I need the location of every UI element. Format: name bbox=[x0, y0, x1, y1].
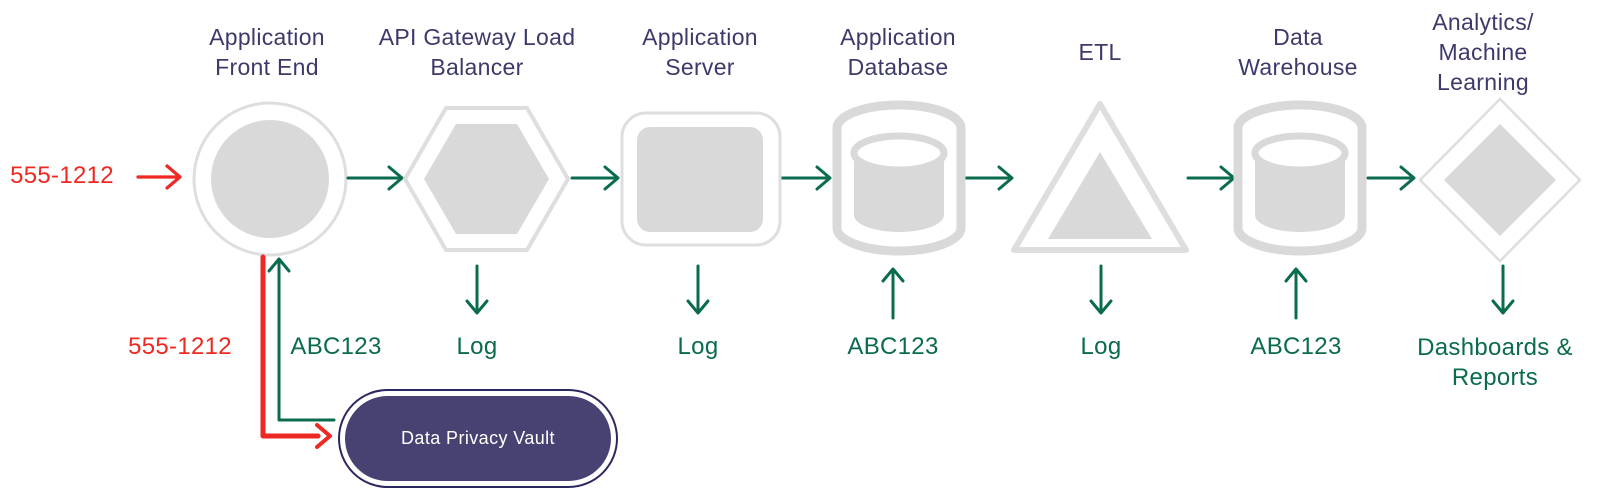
analytics-machine-learning-shape bbox=[1418, 97, 1582, 263]
etl-log-label: Log bbox=[1080, 333, 1122, 360]
arrow-frontend-to-gateway bbox=[346, 165, 404, 191]
arrow-gateway-log-down bbox=[465, 264, 489, 315]
arrow-database-to-etl bbox=[963, 165, 1014, 191]
arrow-server-to-database bbox=[780, 165, 832, 191]
arrow-etl-to-warehouse bbox=[1186, 165, 1236, 191]
label-application-server: Application Server bbox=[642, 24, 758, 80]
application-server-shape bbox=[620, 111, 782, 247]
input-value-label: 555-1212 bbox=[10, 162, 114, 189]
flow-arrows bbox=[346, 165, 1416, 191]
token-from-vault-connector bbox=[267, 257, 336, 422]
raw-value-to-vault-connector bbox=[260, 254, 332, 449]
label-application-front-end: Application Front End bbox=[209, 24, 325, 80]
label-analytics-machine-learning: Analytics/ Machine Learning bbox=[1432, 9, 1534, 95]
arrow-analytics-dashboards-down bbox=[1491, 264, 1515, 315]
label-api-gateway-load-balancer: API Gateway Load Balancer bbox=[378, 24, 576, 80]
arrow-etl-log-down bbox=[1089, 264, 1113, 315]
gateway-log-label: Log bbox=[456, 333, 498, 360]
label-application-database: Application Database bbox=[840, 24, 956, 80]
api-gateway-load-balancer-shape bbox=[402, 106, 571, 252]
application-database-shape bbox=[832, 100, 966, 256]
vertical-arrows bbox=[465, 264, 1515, 320]
label-data-warehouse: Data Warehouse bbox=[1238, 24, 1358, 80]
arrow-warehouse-to-analytics bbox=[1366, 165, 1416, 191]
arrow-gateway-to-server bbox=[570, 165, 620, 191]
database-token-label: ABC123 bbox=[847, 333, 939, 360]
warehouse-token-label: ABC123 bbox=[1250, 333, 1342, 360]
label-etl: ETL bbox=[1078, 39, 1122, 65]
input-arrow bbox=[136, 164, 182, 190]
server-log-label: Log bbox=[677, 333, 719, 360]
data-warehouse-shape bbox=[1233, 100, 1367, 256]
etl-shape bbox=[1011, 101, 1189, 253]
application-front-end-shape bbox=[192, 101, 348, 257]
data-privacy-vault-label: Data Privacy Vault bbox=[345, 396, 611, 481]
arrow-server-log-down bbox=[686, 264, 710, 315]
arrow-database-token-up bbox=[881, 267, 905, 320]
dashboards-reports-label: Dashboards & Reports bbox=[1417, 334, 1573, 391]
arrow-warehouse-token-up bbox=[1284, 267, 1308, 320]
raw-value-label: 555-1212 bbox=[128, 333, 232, 360]
token-label: ABC123 bbox=[290, 333, 382, 360]
data-privacy-vault: Data Privacy Vault bbox=[338, 389, 618, 488]
